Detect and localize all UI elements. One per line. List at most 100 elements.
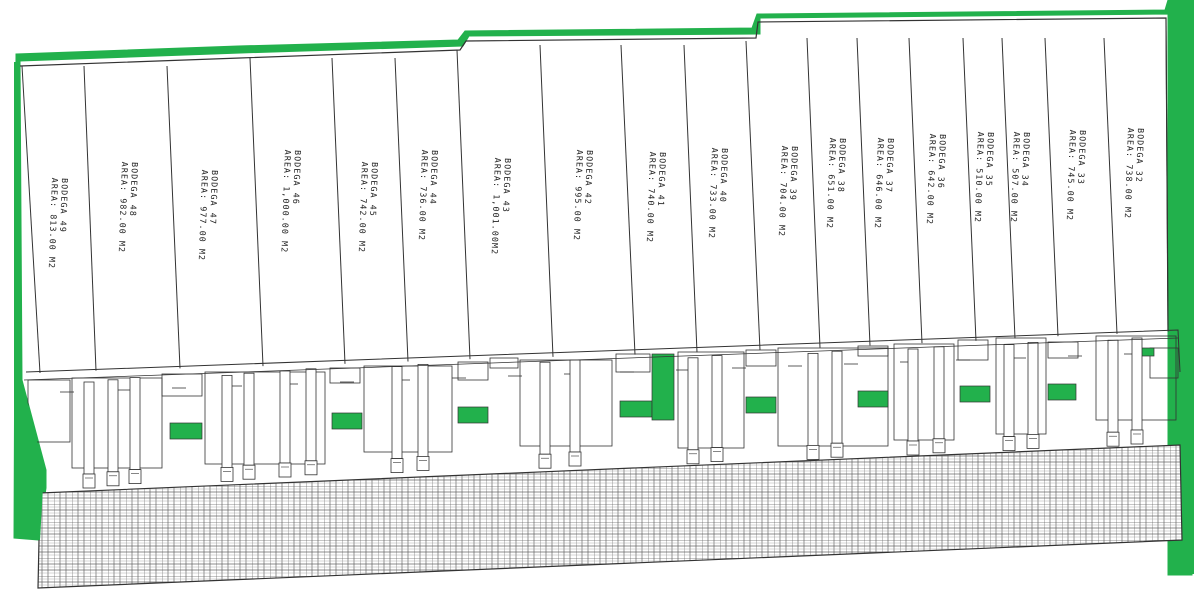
- dock-frame: [519, 359, 613, 447]
- bodega-name: BODEGA 38: [836, 138, 848, 193]
- bodega-area: AREA: 1,001.00M2: [490, 158, 503, 256]
- truck-cab: [830, 442, 844, 458]
- truck: [932, 346, 946, 454]
- truck-cab: [82, 473, 96, 489]
- bay-divider: [908, 37, 923, 344]
- bodega-area: AREA: 742.00 M2: [357, 162, 370, 254]
- truck-trailer: [807, 352, 819, 446]
- truck-cab: [806, 444, 820, 460]
- truck: [806, 352, 820, 460]
- truck-trailer: [279, 370, 291, 464]
- bodega-area: AREA: 651.00 M2: [825, 138, 838, 230]
- truck-cab: [242, 464, 256, 480]
- green-area: [745, 396, 777, 414]
- dock-frame: [615, 353, 651, 373]
- truck: [390, 366, 404, 474]
- dock-frame: [161, 373, 203, 397]
- bay-divider: [21, 65, 41, 374]
- truck-cab: [390, 458, 404, 474]
- bodega-area: AREA: 977.00 M2: [197, 170, 210, 262]
- bodega-area: AREA: 995.00 M2: [572, 150, 585, 242]
- yard-edge: [25, 329, 1181, 373]
- bay-divider: [1103, 37, 1118, 334]
- green-area: [169, 422, 203, 440]
- truck-cab: [538, 453, 552, 469]
- bodega-name: BODEGA 33: [1076, 130, 1088, 185]
- bodega-name: BODEGA 45: [368, 162, 380, 217]
- bodega-name: BODEGA 46: [291, 150, 303, 205]
- bay-divider: [249, 57, 264, 367]
- truck-cab: [568, 451, 582, 467]
- truck-cab: [932, 438, 946, 454]
- truck: [82, 381, 96, 489]
- bay-divider: [83, 65, 97, 371]
- bodega-name: BODEGA 47: [208, 170, 220, 225]
- green-area: [331, 412, 363, 430]
- bodega-name: BODEGA 48: [128, 162, 140, 217]
- bay-divider: [683, 44, 698, 353]
- bodega-area: AREA: 745.00 M2: [1065, 130, 1078, 222]
- truck-cab: [906, 440, 920, 456]
- truck-trailer: [831, 350, 843, 444]
- bodega-name: BODEGA 39: [788, 146, 800, 201]
- bodega-area: AREA: 507.00 M2: [1009, 132, 1022, 224]
- bodega-area: AREA: 738.00 M2: [1123, 128, 1136, 220]
- truck-trailer: [129, 377, 141, 471]
- bay-divider: [539, 44, 554, 357]
- truck-trailer: [221, 374, 233, 468]
- truck: [304, 368, 318, 476]
- bodega-name: BODEGA 35: [984, 132, 996, 187]
- bay-divider: [166, 65, 181, 369]
- truck: [1106, 339, 1120, 447]
- truck-cab: [416, 455, 430, 471]
- bay-dividers: [21, 23, 1169, 374]
- bodega-name: BODEGA 36: [936, 134, 948, 189]
- bodega-area: AREA: 646.00 M2: [873, 138, 886, 230]
- truck-cab: [106, 471, 120, 487]
- green-strip-left: [14, 62, 44, 540]
- truck-trailer: [687, 357, 699, 451]
- dock-frame: [329, 367, 361, 384]
- green-area: [651, 353, 675, 421]
- bodega-name: BODEGA 40: [718, 148, 730, 203]
- truck-bays: [82, 337, 1144, 489]
- truck-trailer: [539, 361, 551, 455]
- bodega-area: AREA: 982.00 M2: [117, 162, 130, 254]
- truck: [106, 379, 120, 487]
- bodega-name: BODEGA 32: [1134, 128, 1146, 183]
- green-area: [959, 385, 991, 403]
- truck-trailer: [711, 355, 723, 449]
- truck-cab: [686, 449, 700, 465]
- truck-trailer: [933, 346, 945, 440]
- dock-frame: [457, 361, 489, 381]
- truck: [128, 377, 142, 485]
- truck: [686, 357, 700, 465]
- dock-frame: [957, 339, 989, 361]
- truck: [1002, 344, 1016, 452]
- truck: [1130, 337, 1144, 445]
- bay-divider: [856, 37, 871, 346]
- bodega-area: AREA: 813.00 M2: [47, 178, 60, 270]
- bay-divider: [394, 57, 409, 362]
- bodega-area: AREA: 736.00 M2: [417, 150, 430, 242]
- truck: [278, 370, 292, 478]
- truck-cab: [710, 447, 724, 463]
- dock-frame: [363, 365, 453, 453]
- truck-trailer: [305, 368, 317, 462]
- truck: [416, 363, 430, 471]
- truck: [538, 361, 552, 469]
- dock-frame: [1149, 347, 1179, 379]
- truck-trailer: [83, 381, 95, 475]
- bay-divider: [745, 40, 761, 351]
